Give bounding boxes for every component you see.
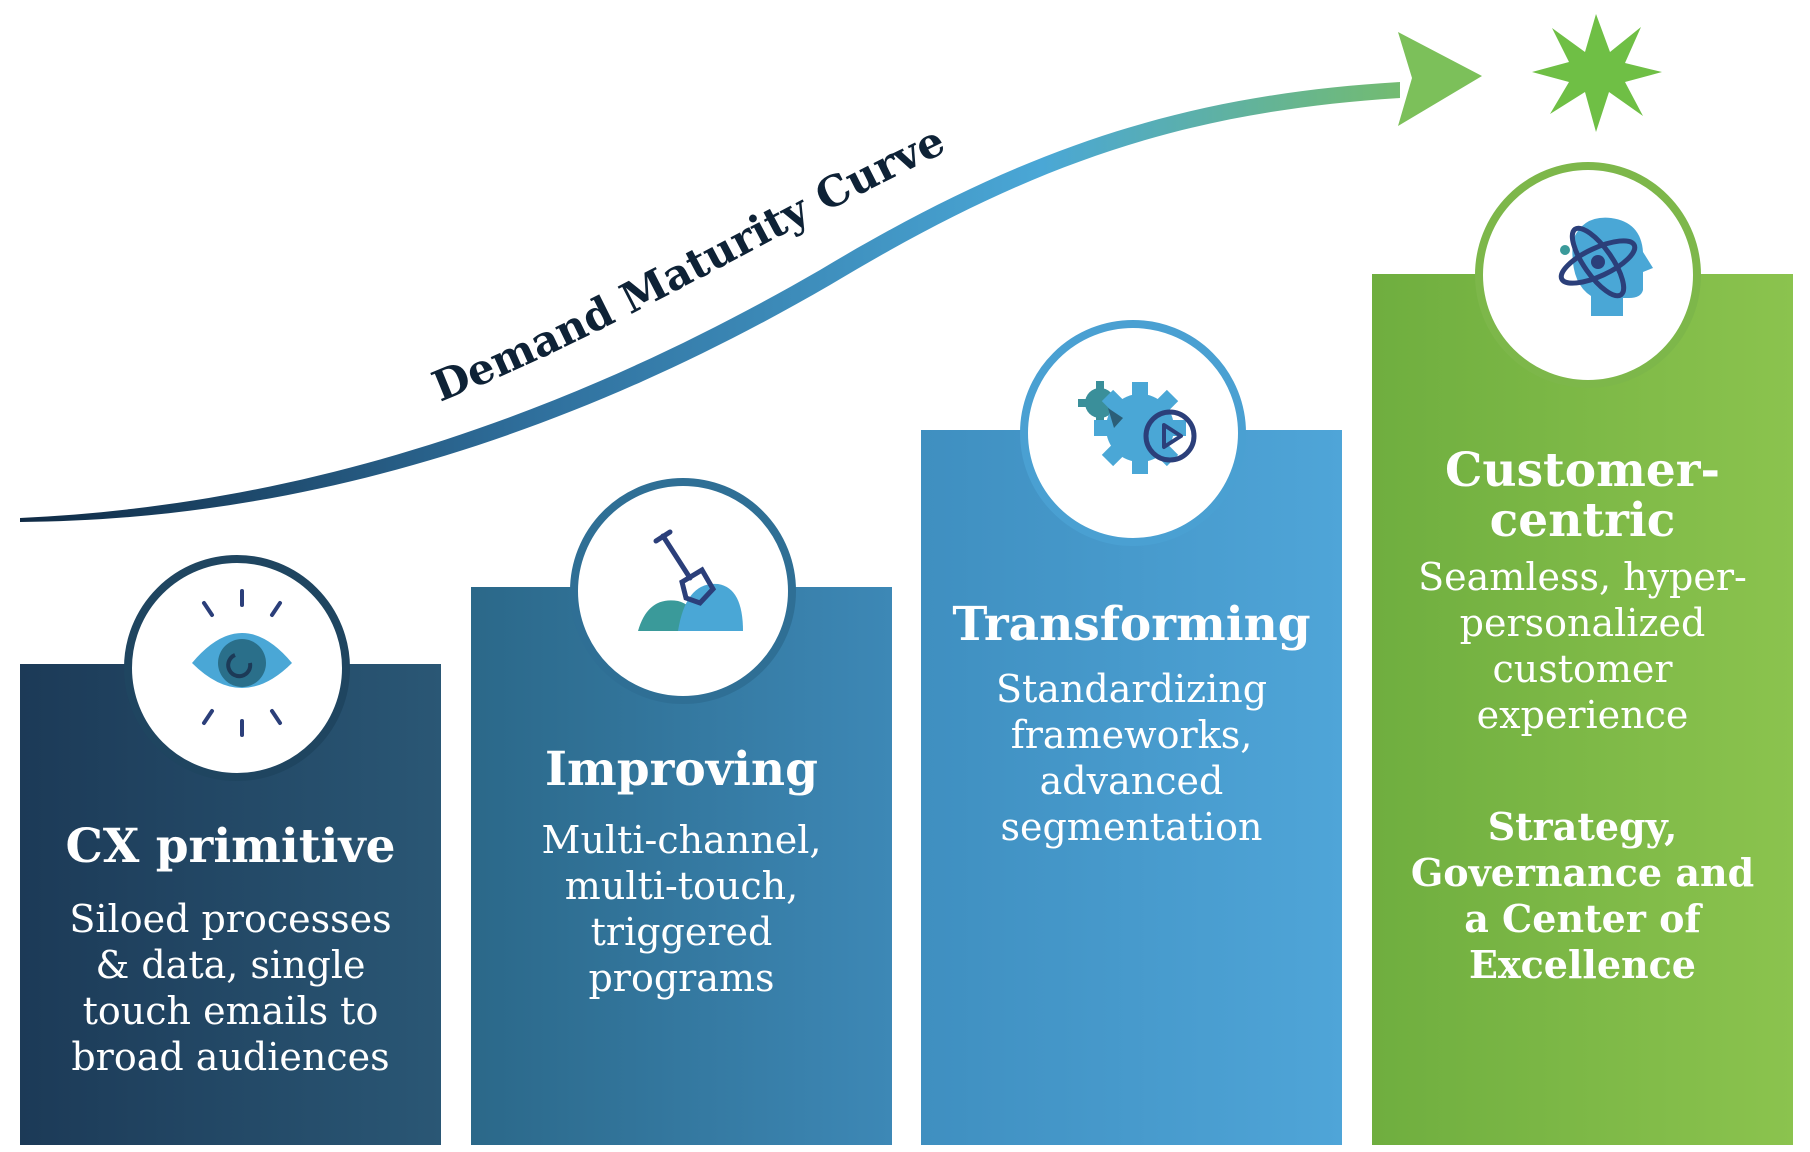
- star-icon: [1532, 14, 1662, 132]
- shovel-icon: [638, 529, 743, 631]
- atom-head-icon: [1558, 217, 1653, 316]
- stage-cx-primitive: CX primitive Siloed processes & data, si…: [20, 664, 441, 1145]
- stage-title: Customer-centric: [1444, 443, 1720, 548]
- stage-title: CX primitive: [65, 819, 396, 874]
- curve-label: Demand Maturity Curve: [425, 116, 952, 412]
- stage-title: Transforming: [952, 597, 1311, 652]
- eye-icon: [192, 589, 292, 737]
- gear-badge: [1020, 320, 1246, 546]
- shovel-badge: [570, 478, 796, 704]
- stage-description: Siloed processes & data, single touch em…: [69, 897, 392, 1079]
- stage-description: Seamless, hyper-personalized customer ex…: [1418, 555, 1747, 737]
- stage-description: Multi-channel, multi-touch, triggered pr…: [541, 818, 822, 1000]
- stage-description: Standardizing frameworks, advanced segme…: [995, 667, 1268, 849]
- stage-highlight: Strategy, Governance and a Center of Exc…: [1410, 804, 1755, 987]
- eye-badge: [124, 555, 350, 781]
- gear-play-icon: [1078, 381, 1197, 474]
- stage-customer-centric: Customer-centric Seamless, hyper-persona…: [1372, 274, 1793, 1145]
- stage-transforming: Transforming Standardizing frameworks, a…: [921, 430, 1342, 1145]
- head-badge: [1475, 162, 1701, 388]
- arrow-head-icon: [1398, 32, 1482, 126]
- stage-title: Improving: [545, 742, 818, 797]
